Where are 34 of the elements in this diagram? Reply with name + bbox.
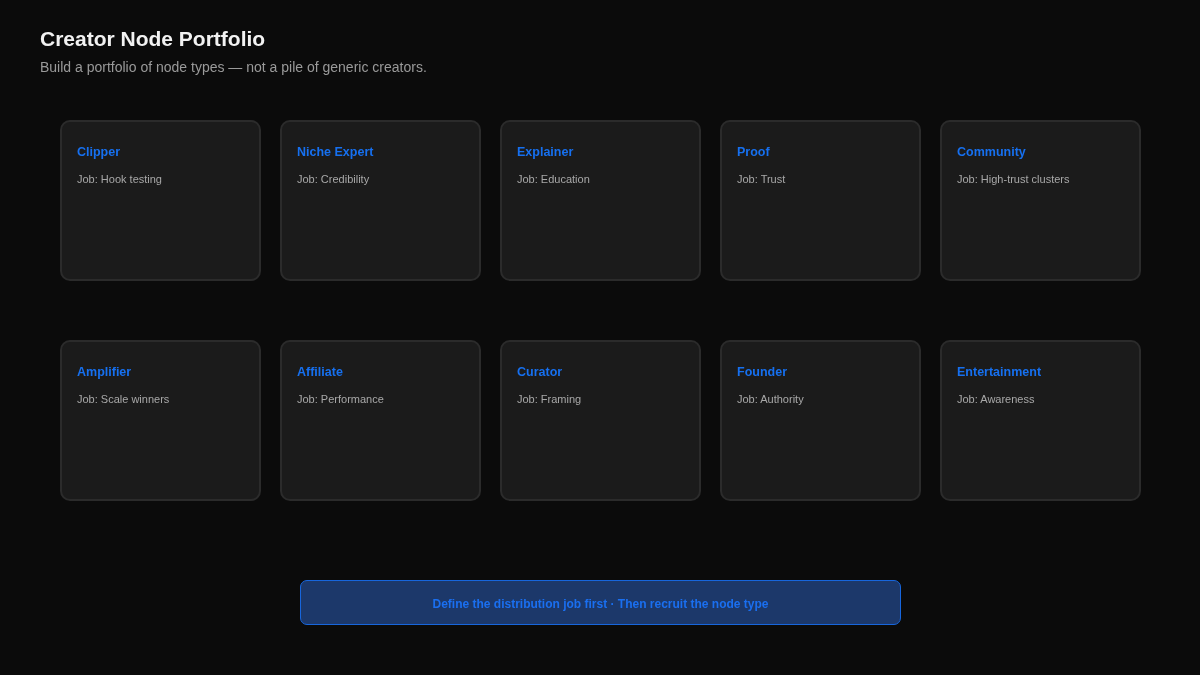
node-card <box>500 340 701 501</box>
card-text: Job: Trust <box>737 173 786 185</box>
card-title: Entertainment <box>957 365 1042 379</box>
node-card <box>940 120 1141 281</box>
callout-banner <box>300 580 901 625</box>
card-title: Explainer <box>517 145 574 159</box>
card-text: Job: Awareness <box>957 393 1035 405</box>
card-title: Founder <box>737 365 787 379</box>
page-subtitle: Build a portfolio of node types — not a pile of generic creators. <box>40 59 427 75</box>
card-text: Job: Education <box>517 173 590 185</box>
node-card <box>940 340 1141 501</box>
card-title: Affiliate <box>297 365 343 379</box>
node-card <box>60 340 261 501</box>
node-card <box>500 120 701 281</box>
card-text: Job: Scale winners <box>77 393 170 405</box>
node-card <box>720 120 921 281</box>
card-title: Niche Expert <box>297 145 374 159</box>
node-card <box>280 120 481 281</box>
node-card <box>60 120 261 281</box>
card-title: Clipper <box>77 145 121 159</box>
card-text: Job: Authority <box>737 393 804 405</box>
card-text: Job: Credibility <box>297 173 370 185</box>
card-title: Community <box>957 145 1026 159</box>
page-title: Creator Node Portfolio <box>40 27 266 51</box>
card-title: Curator <box>517 365 563 379</box>
card-text: Job: Hook testing <box>77 173 162 185</box>
node-card <box>720 340 921 501</box>
card-title: Proof <box>737 145 770 159</box>
banner-text: Define the distribution job first · Then recruit the node type <box>431 597 770 611</box>
card-text: Job: Framing <box>517 393 582 405</box>
card-text: Job: High-trust clusters <box>957 173 1070 185</box>
node-card <box>280 340 481 501</box>
card-title: Amplifier <box>77 365 132 379</box>
card-text: Job: Performance <box>297 393 384 405</box>
